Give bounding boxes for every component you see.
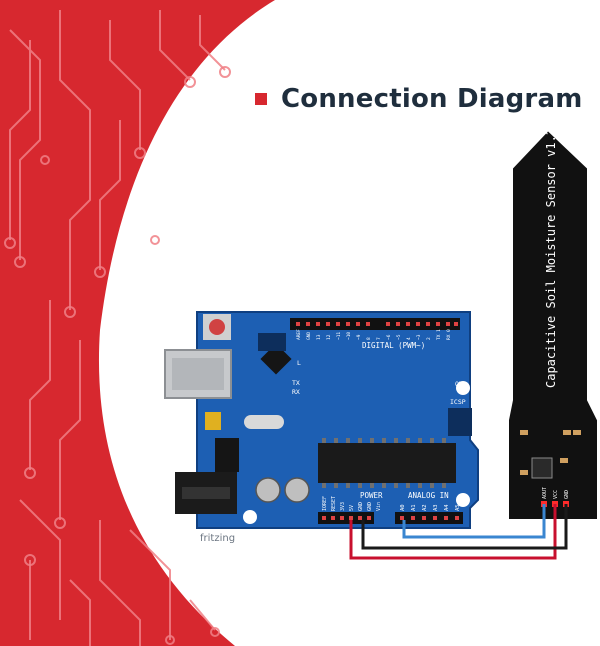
sensor-model-label: Capacitive Soil Moisture Sensor v1.2 <box>544 128 558 388</box>
l-led-label: L <box>297 359 301 367</box>
on-led-label: ON <box>455 380 463 388</box>
digital-pin-label-11: 4 <box>406 337 412 340</box>
digital-pin-label-7: 8 <box>366 337 372 340</box>
digital-pin-label-10: ~5 <box>396 334 402 340</box>
title-block: Connection Diagram <box>255 84 582 114</box>
digital-pin-label-8: 7 <box>376 337 382 340</box>
digital-pin-label-5: ~10 <box>346 332 352 340</box>
power-pin-label-6: Vin <box>376 502 382 511</box>
digital-pin-label-1: GND <box>306 332 312 340</box>
digital-pin-label-4: ~11 <box>336 332 342 340</box>
page-title: Connection Diagram <box>281 84 583 114</box>
power-pin-label-4: GND <box>358 502 364 511</box>
digital-pin-label-3: 12 <box>326 334 332 340</box>
power-pin-label-5: GND <box>367 502 373 511</box>
title-bullet <box>255 93 267 105</box>
analog-pin-label-0: A0 <box>400 504 406 511</box>
analog-pin-label-5: A5 <box>455 504 461 511</box>
digital-pin-label-2: 13 <box>316 334 322 340</box>
wire-a0-to-aout <box>402 504 546 539</box>
analog-pin-label-4: A4 <box>444 504 450 511</box>
power-header-label: POWER <box>360 491 383 500</box>
connection-wires <box>349 504 568 560</box>
sensor-pin-labels: AOUT VCC GND <box>542 487 570 499</box>
power-pin-label-3: 5V <box>349 505 355 511</box>
analog-pin-label-3: A3 <box>433 504 439 511</box>
power-pin-label-0: IOREF <box>322 496 328 511</box>
wire-5v-to-vcc <box>349 504 557 560</box>
power-pin-label-2: 3V3 <box>340 502 346 511</box>
fritzing-watermark: fritzing <box>200 533 235 544</box>
arduino-uno-board: DIGITAL (PWM~) POWER ANALOG IN ICSP ON T… <box>164 311 479 529</box>
digital-pin-label-6: ~9 <box>356 334 362 340</box>
rx-led-label: RX <box>292 388 300 396</box>
digital-pin-label-12: ~3 <box>416 334 422 340</box>
wire-gnd-to-gnd <box>361 504 568 550</box>
sensor-pin-label-1: VCC <box>553 490 559 499</box>
analog-pin-label-2: A2 <box>422 504 428 511</box>
sensor-pin-label-0: AOUT <box>542 487 548 499</box>
digital-pin-label-14: TX 1 <box>436 329 442 340</box>
power-pin-label-1: RESET <box>331 496 337 511</box>
digital-pin-label-9: ~6 <box>386 334 392 340</box>
icsp-label: ICSP <box>450 398 466 406</box>
soil-moisture-sensor: Capacitive Soil Moisture Sensor v1.2 AOU… <box>507 128 599 521</box>
sensor-pin-label-2: GND <box>564 490 570 499</box>
digital-pin-labels: AREF GND 13 12 ~11 ~10 ~9 8 7 ~6 ~5 4 ~3 2 TX 1 RX 0 <box>296 329 452 340</box>
analog-pin-label-1: A1 <box>411 504 417 511</box>
digital-header-label: DIGITAL (PWM~) <box>362 341 425 350</box>
analog-header-label: ANALOG IN <box>408 491 449 500</box>
digital-pin-label-15: RX 0 <box>446 329 452 340</box>
digital-pin-label-13: 2 <box>426 337 432 340</box>
tx-led-label: TX <box>292 379 300 387</box>
digital-pin-label-0: AREF <box>296 329 302 340</box>
analog-pin-labels: A0 A1 A2 A3 A4 A5 <box>400 504 461 511</box>
